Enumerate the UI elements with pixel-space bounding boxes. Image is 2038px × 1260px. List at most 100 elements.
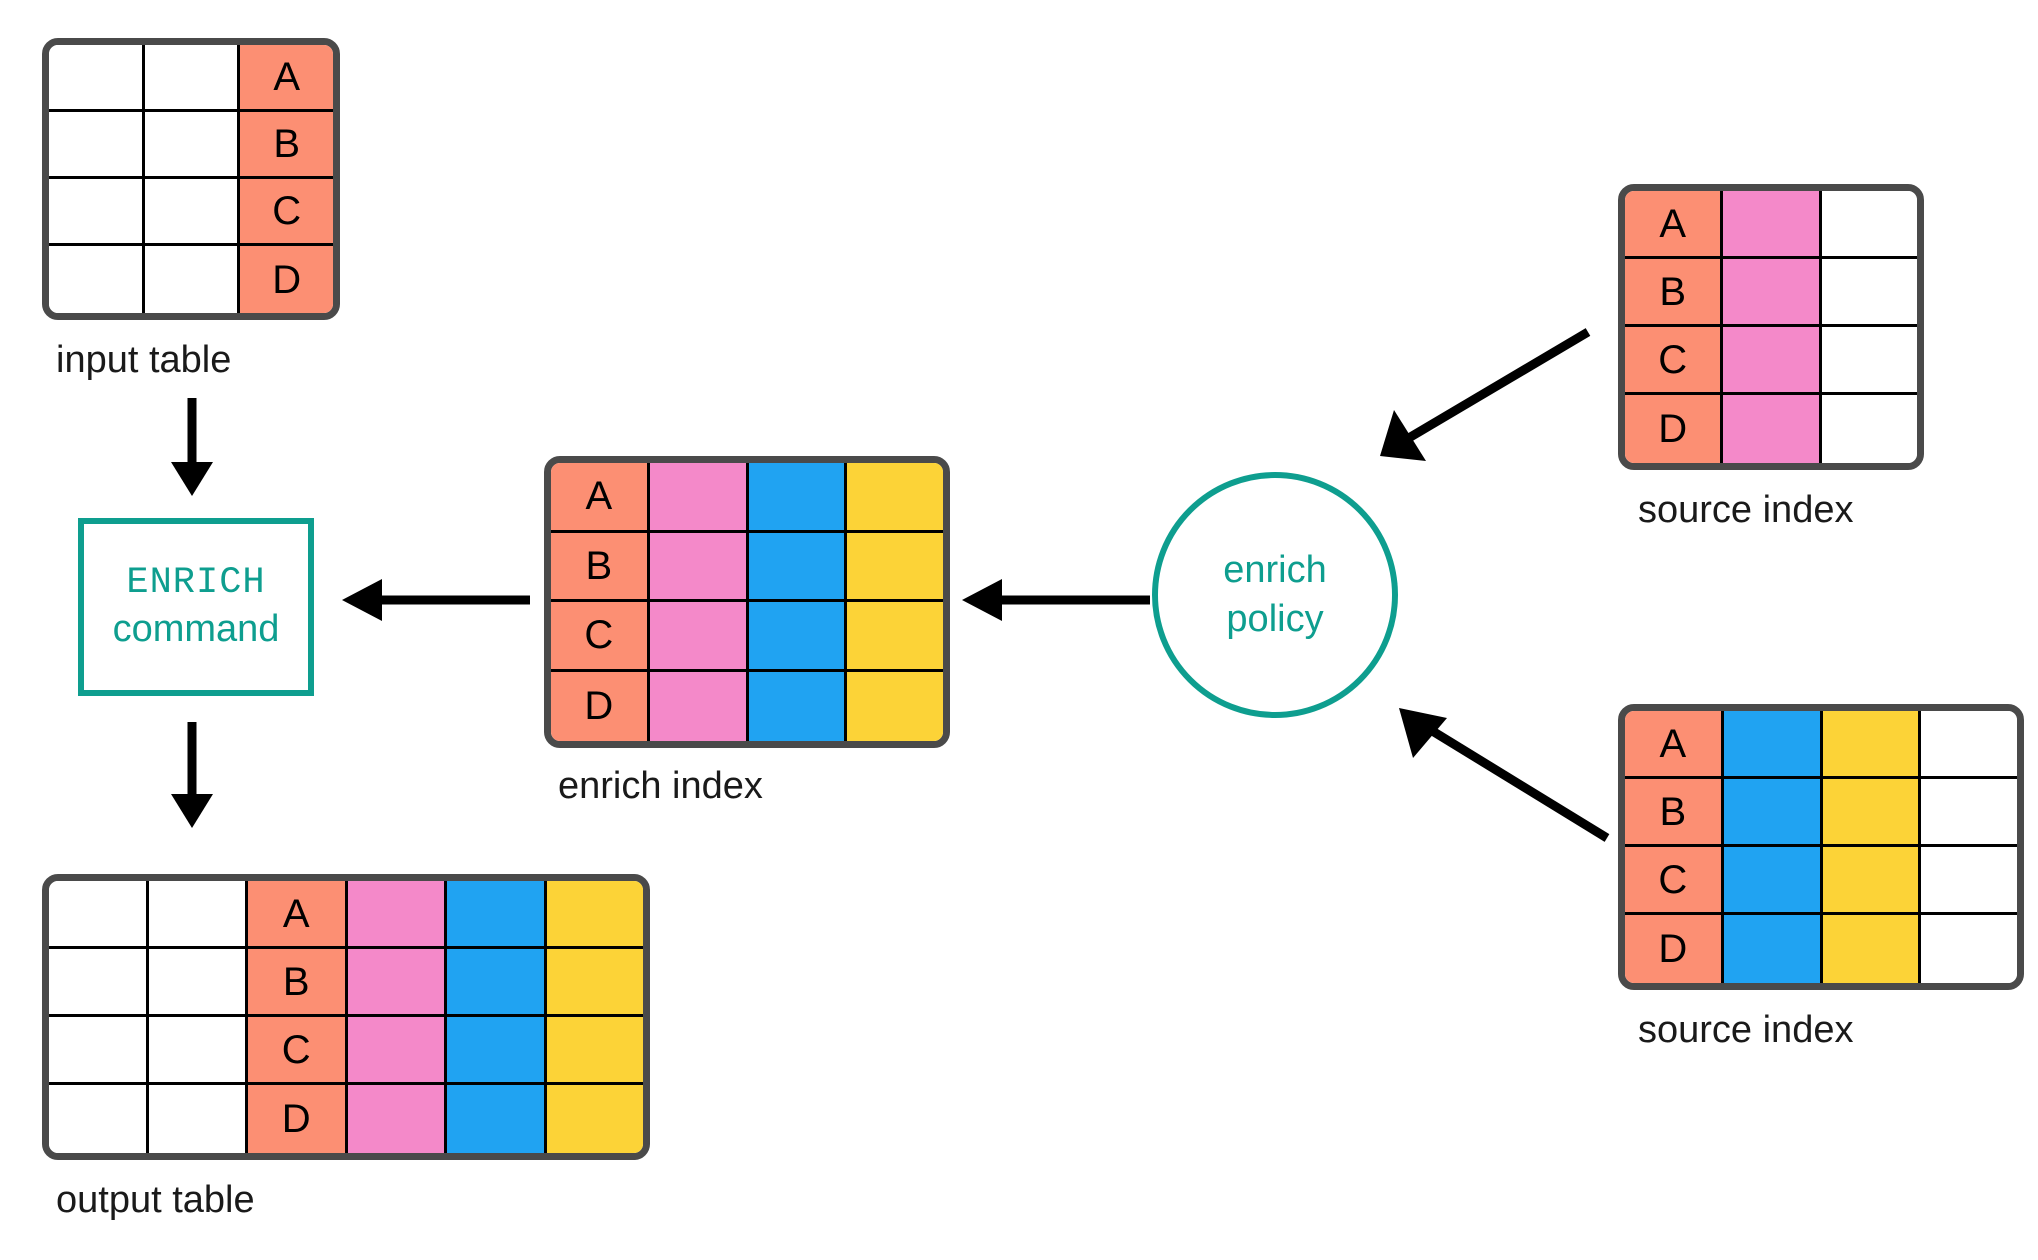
source-index-top-cell: [1723, 259, 1822, 327]
arrow-source-index-bottom-to-policy: [1399, 708, 1610, 842]
enrich-index-row: C: [551, 602, 943, 672]
enrich-index-row: B: [551, 532, 943, 602]
output-table-cell: [546, 949, 643, 1017]
output-table-cell: [546, 1085, 643, 1153]
input-table-row: B: [49, 112, 333, 179]
enrich-command-label: command: [112, 608, 280, 651]
source-index-bottom-cell: [1921, 711, 2017, 779]
source-index-bottom-row: A: [1625, 711, 2017, 779]
output-table-cell: [447, 1085, 547, 1153]
arrow-policy-to-enrich-index: [962, 579, 1150, 621]
input-table-cell: D: [240, 246, 333, 313]
output-table-cell: [49, 949, 149, 1017]
output-table-cell: [347, 1017, 447, 1085]
source-index-top-caption: source index: [1638, 489, 1854, 531]
output-table-row: A: [49, 881, 643, 949]
output-table-caption: output table: [56, 1179, 255, 1221]
source-index-top-cell: [1821, 395, 1917, 463]
input-table-cell: [144, 179, 241, 246]
source-index-bottom-row: D: [1625, 915, 2017, 983]
input-table-row: C: [49, 179, 333, 246]
enrich-index-cell: [649, 671, 749, 741]
output-table-cell: [447, 1017, 547, 1085]
source-index-top-cell: A: [1625, 191, 1724, 259]
source-index-top-cell: [1821, 327, 1917, 395]
source-index-bottom-cell: A: [1625, 711, 1724, 779]
input-table-cell: [49, 112, 145, 179]
source-index-bottom-cell: [1723, 711, 1823, 779]
output-table-cell: [546, 881, 643, 949]
enrich-policy-line2: policy: [1226, 598, 1324, 640]
enrich-index-cell: [649, 463, 749, 533]
output-table-row: B: [49, 949, 643, 1017]
source-index-bottom-caption: source index: [1638, 1009, 1854, 1051]
arrow-command-to-output: [171, 722, 213, 828]
source-index-bottom-row: B: [1625, 779, 2017, 847]
enrich-index-cell: D: [551, 671, 650, 741]
enrich-index-cell: [748, 532, 848, 602]
source-index-bottom-cell: B: [1625, 779, 1724, 847]
enrich-index-cell: [748, 671, 848, 741]
output-table-cell: B: [248, 949, 348, 1017]
output-table-row: D: [49, 1085, 643, 1153]
enrich-policy-node[interactable]: enrich policy: [1152, 472, 1398, 718]
enrich-index-cell: [748, 463, 848, 533]
output-table-cell: [148, 1085, 248, 1153]
output-table-cell: [148, 949, 248, 1017]
input-table-cell: [49, 179, 145, 246]
enrich-index-cell: A: [551, 463, 650, 533]
source-index-top-cell: C: [1625, 327, 1724, 395]
source-index-top-cell: B: [1625, 259, 1724, 327]
input-table-cell: [144, 246, 241, 313]
enrich-index-cell: [649, 602, 749, 672]
source-index-top-row: B: [1625, 259, 1917, 327]
enrich-index-cell: [649, 532, 749, 602]
output-table-cell: C: [248, 1017, 348, 1085]
input-table-cell: [144, 112, 241, 179]
output-table-cell: [347, 949, 447, 1017]
source-index-bottom-cell: C: [1625, 847, 1724, 915]
enrich-index-row: A: [551, 463, 943, 533]
arrow-input-to-command: [171, 398, 213, 496]
enrich-index-cell: C: [551, 602, 650, 672]
source-index-top-cell: [1723, 395, 1822, 463]
source-index-bottom-cell: [1822, 779, 1922, 847]
source-index-bottom-cell: [1822, 711, 1922, 779]
output-table-cell: [347, 881, 447, 949]
source-index-bottom-cell: [1723, 779, 1823, 847]
input-table-cell: B: [240, 112, 333, 179]
input-table-cell: [49, 45, 145, 112]
output-table-cell: [347, 1085, 447, 1153]
output-table-row: C: [49, 1017, 643, 1085]
source-index-bottom-cell: D: [1625, 915, 1724, 983]
arrow-enrich-index-to-command: [342, 579, 530, 621]
enrich-index-row: D: [551, 671, 943, 741]
enrich-index-cell: [847, 671, 943, 741]
arrow-source-index-top-to-policy: [1380, 328, 1591, 461]
output-table-cell: [546, 1017, 643, 1085]
source-index-bottom-cell: [1723, 847, 1823, 915]
enrich-index-caption: enrich index: [558, 765, 763, 807]
output-table-cell: [148, 881, 248, 949]
source-index-top-cell: D: [1625, 395, 1724, 463]
source-index-top-row: A: [1625, 191, 1917, 259]
input-table-row: A: [49, 45, 333, 112]
source-index-bottom-cell: [1822, 847, 1922, 915]
input-table-cell: [144, 45, 241, 112]
input-table-row: D: [49, 246, 333, 313]
input-table-cell: [49, 246, 145, 313]
enrich-command-box[interactable]: ENRICH command: [78, 518, 314, 696]
source-index-top-row: C: [1625, 327, 1917, 395]
source-index-bottom-cell: [1921, 779, 2017, 847]
output-table-cell: D: [248, 1085, 348, 1153]
output-table-cell: [49, 881, 149, 949]
source-index-top-cell: [1723, 191, 1822, 259]
source-index-bottom-cell: [1723, 915, 1823, 983]
enrich-command-keyword: ENRICH: [126, 562, 266, 605]
output-table-cell: [447, 881, 547, 949]
output-table-cell: [49, 1017, 149, 1085]
